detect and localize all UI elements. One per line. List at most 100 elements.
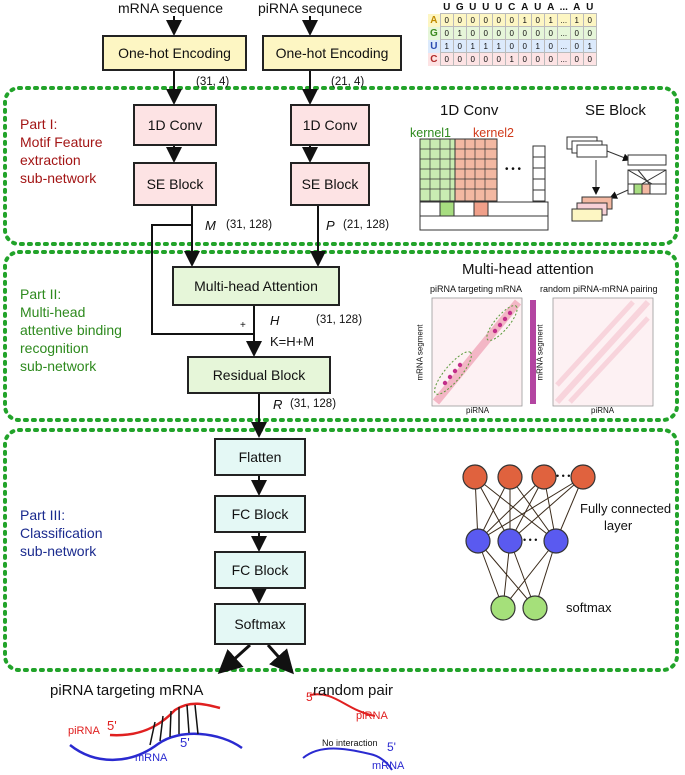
- onehot-col-header: G: [455, 2, 464, 13]
- onehot-row-base: G: [430, 27, 438, 39]
- part3-title: Part III: Classification sub-network: [20, 507, 103, 559]
- onehot-cell: 0: [452, 13, 467, 27]
- onehot-cell: 0: [517, 39, 532, 53]
- onehot-col-header: U: [469, 2, 477, 13]
- mrna-1d-conv-box: 1D Conv: [133, 104, 217, 146]
- formula-k: K=H+M: [270, 334, 315, 349]
- onehot-cell: ...: [556, 13, 571, 27]
- onehot-col-header: U: [482, 2, 490, 13]
- onehot-cell: 0: [478, 26, 493, 40]
- onehot-cell: ...: [556, 39, 571, 53]
- onehot-col-header: U: [534, 2, 542, 13]
- onehot-cell: 1: [478, 39, 493, 53]
- fc-block-2-box: FC Block: [214, 551, 306, 589]
- outcome-left-title: piRNA targeting mRNA: [50, 682, 204, 699]
- onehot-cell: 1: [452, 26, 467, 40]
- part2-title: Part II: Multi-head attentive binding re…: [20, 286, 122, 374]
- onehot-cell: 0: [465, 26, 480, 40]
- onehot-cell: 0: [517, 52, 532, 66]
- pirna-onehot-box: One-hot Encoding: [262, 35, 402, 71]
- onehot-cell: 0: [491, 13, 506, 27]
- onehot-cell: 0: [452, 39, 467, 53]
- onehot-col-header: A: [573, 2, 581, 13]
- right-pirna-5prime: 5': [306, 690, 315, 704]
- nn-node-input: [462, 464, 488, 490]
- onehot-cell: 0: [491, 52, 506, 66]
- onehot-cell: 0: [504, 26, 519, 40]
- fc-block-1-box: FC Block: [214, 495, 306, 533]
- nn-node-input: [531, 464, 557, 490]
- pirna-1d-conv-box: 1D Conv: [290, 104, 370, 146]
- residual-block-box: Residual Block: [187, 356, 331, 394]
- se-block-illustration: [566, 136, 667, 222]
- pirna-input-label: piRNA sequnece: [258, 0, 363, 16]
- onehot-cell: 0: [465, 13, 480, 27]
- flatten-box: Flatten: [214, 438, 306, 476]
- onehot-cell: 1: [517, 13, 532, 27]
- dim-m: (31, 128): [226, 219, 273, 231]
- nn-node-hidden: [465, 528, 491, 554]
- var-m: M: [205, 218, 216, 233]
- kernel1-label: kernel1: [410, 126, 451, 140]
- onehot-cell: 0: [569, 26, 584, 40]
- heatmap1-y-axis: mRNA segment: [415, 324, 425, 381]
- onehot-cell: 0: [582, 52, 597, 66]
- onehot-cell: 0: [569, 52, 584, 66]
- onehot-cell: 0: [439, 52, 454, 66]
- heatmap1-x-axis: piRNA: [466, 406, 490, 415]
- onehot-row-base: U: [430, 40, 438, 52]
- nn-node-hidden: [497, 528, 523, 554]
- mrna-se-block-box: SE Block: [133, 162, 217, 206]
- var-p: P: [326, 218, 335, 233]
- heatmap1-title: piRNA targeting mRNA: [430, 284, 523, 294]
- right-mrna-label: mRNA: [372, 760, 405, 772]
- conv-ellipsis: • • •: [505, 164, 522, 175]
- heatmap-targeting: [431, 297, 523, 407]
- onehot-col-header: U: [586, 2, 594, 13]
- onehot-cell: 0: [543, 39, 558, 53]
- onehot-cell: 0: [478, 13, 493, 27]
- onehot-cell: 1: [504, 52, 519, 66]
- left-mrna-label: mRNA: [135, 752, 168, 764]
- onehot-cell: 1: [543, 13, 558, 27]
- onehot-cell: 0: [439, 26, 454, 40]
- heatmap2-x-axis: piRNA: [591, 406, 615, 415]
- onehot-cell: 0: [530, 13, 545, 27]
- mrna-input-label: mRNA sequence: [118, 0, 224, 16]
- nn-node-output: [522, 595, 548, 621]
- outcome-right-title: random pair: [313, 682, 394, 699]
- left-pirna-label: piRNA: [68, 725, 100, 737]
- onehot-cell: 1: [530, 39, 545, 53]
- onehot-cell: 0: [517, 26, 532, 40]
- onehot-cell: 0: [439, 13, 454, 27]
- onehot-col-header: A: [547, 2, 555, 13]
- left-mrna-5prime: 5': [180, 735, 190, 750]
- left-pirna-5prime: 5': [107, 718, 117, 733]
- no-interaction-label: No interaction: [322, 738, 378, 748]
- nn-dots-top: • • •: [556, 471, 571, 481]
- pirna-se-block-box: SE Block: [290, 162, 370, 206]
- onehot-cell: 1: [465, 39, 480, 53]
- dim-h: (31, 128): [316, 314, 363, 326]
- heatmap2-y-axis: mRNA segment: [535, 324, 545, 381]
- onehot-cell: 0: [452, 52, 467, 66]
- heatmap2-title: random piRNA-mRNA pairing: [540, 284, 658, 294]
- onehot-cell: 1: [569, 13, 584, 27]
- mrna-onehot-box: One-hot Encoding: [102, 35, 247, 71]
- onehot-cell: 0: [504, 39, 519, 53]
- heatmap-random: [552, 297, 654, 407]
- onehot-cell: 0: [582, 13, 597, 27]
- onehot-col-header: A: [521, 2, 529, 13]
- onehot-cell: 0: [504, 13, 519, 27]
- onehot-cell: 0: [543, 26, 558, 40]
- nn-node-input: [570, 464, 596, 490]
- onehot-cell: 0: [530, 26, 545, 40]
- onehot-cell: 1: [582, 39, 597, 53]
- se-illus-title: SE Block: [585, 102, 646, 119]
- part3-border: [3, 428, 679, 672]
- onehot-cell: 0: [569, 39, 584, 53]
- onehot-col-header: U: [495, 2, 503, 13]
- onehot-col-header: C: [508, 2, 516, 13]
- onehot-cell: ...: [556, 52, 571, 66]
- plus-sign: +: [240, 320, 246, 331]
